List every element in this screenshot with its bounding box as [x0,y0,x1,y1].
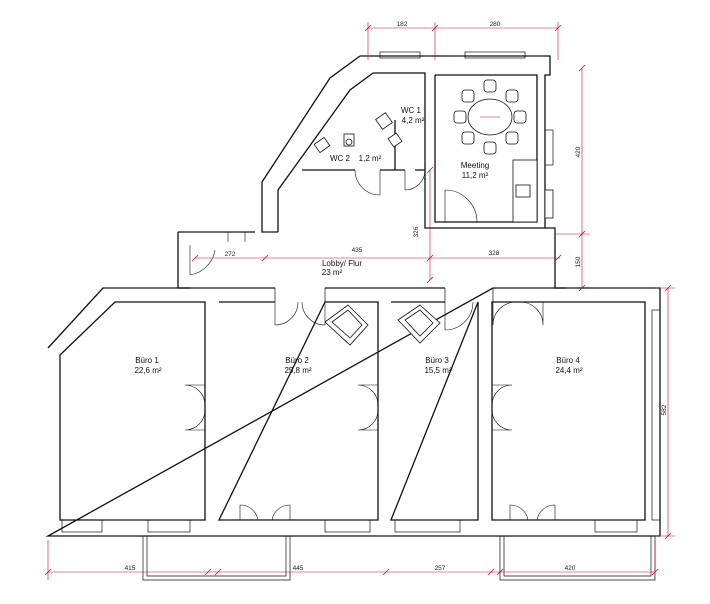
chair [505,131,519,145]
window-buero3 [394,519,461,533]
chair [483,141,497,155]
room-area-wc1: 4,2 m² [402,116,425,125]
dim-bottom-257: 257 [435,565,446,572]
room-name-wc1: WC 1 [401,106,422,115]
window-meeting [464,51,526,59]
room-name-buero1: Büro 1 [135,356,159,365]
window-buero1-b [147,519,191,533]
balcony-west-inner [146,536,287,577]
room-area-buero3: 15,5 m² [424,366,451,375]
chair [461,131,475,145]
dim-right-150: 150 [575,256,582,267]
door-entrance [189,245,216,276]
buero2-walls [217,301,379,521]
dim-bottom-420: 420 [565,565,576,572]
stove-buero3-inner [404,309,434,337]
room-area-meeting: 11,2 m² [462,171,489,180]
walls [45,55,661,537]
upper-wing-outer-wall [360,55,551,229]
toilet-wc1 [375,112,393,130]
window-buero4 [594,519,638,533]
door-buero1-buero2 [184,384,206,431]
diagonal-inner-wall [277,72,374,232]
room-area-buero2: 25,8 m² [284,366,311,375]
door-buero4-balcony [509,504,556,521]
room-name-meeting: Meeting [461,161,489,170]
dim-lobby-435: 435 [352,247,363,254]
room-name-lobby: Lobby/ Flur [322,259,362,268]
room-name-buero2: Büro 2 [285,356,309,365]
door-buero2-balcony [239,504,291,521]
door-buero4-double [492,301,544,326]
window-buero1-a [61,519,103,533]
doors [184,169,556,521]
room-name-buero3: Büro 3 [425,356,449,365]
kitchen-shelf [544,189,554,219]
dim-bottom-415: 415 [125,565,136,572]
dim-lobby-272: 272 [225,251,236,258]
door-wc2 [354,169,381,196]
balconies [142,536,656,581]
chair [513,110,527,124]
balcony-east-inner [503,536,652,577]
door-entrance-frame [227,232,246,242]
dim-ticks-lobby [191,254,562,262]
stove-buero2-inner [331,309,363,339]
window-buero4-east [651,309,661,521]
room-area-lobby: 23 m² [322,268,343,277]
kitchenette-sink [515,184,531,198]
room-area-buero1: 22,6 m² [134,366,161,375]
dim-lobby-326: 326 [413,226,420,237]
dim-ticks-lobby-vertical [426,166,434,284]
chair [483,79,497,93]
buero4-walls [491,301,646,521]
balcony-west [142,536,291,581]
lobby-openings [274,288,494,302]
balcony-east [499,536,656,581]
fixtures [313,79,554,346]
buero3-walls [390,301,479,521]
room-name-wc2: WC 2 [330,154,351,163]
toilet-wc2-bowl [345,138,353,146]
diagonal-outer-wall [261,55,361,233]
window-wc [379,51,421,59]
door-buero2-double [274,301,326,326]
room-area-buero4: 24,4 m² [555,366,582,375]
dim-right-420: 420 [575,146,582,157]
dim-bottom-445: 445 [293,565,304,572]
dimension-labels: 182 280 420 150 582 272 435 328 326 415 … [125,21,668,572]
door-wc1 [404,169,426,191]
wc-inner-wall [373,72,426,180]
dim-right-582: 582 [661,404,668,415]
sink-wc1 [387,132,403,148]
chair [453,110,467,124]
chair [505,89,519,103]
windows [61,51,661,533]
dim-lobby-328: 328 [489,250,500,257]
lobby-west-wall [177,231,255,289]
door-buero3 [444,301,474,331]
dimension-lines [44,22,675,580]
room-labels: WC 1 4,2 m² WC 2 1,2 m² Meeting 11,2 m² … [134,106,582,375]
buero1-walls [59,301,206,521]
meeting-chairs [453,79,527,155]
window-buero2 [324,519,371,533]
door-meeting [444,189,478,223]
door-buero3-buero4 [491,384,513,431]
dim-top-280: 280 [490,21,501,28]
room-area-wc2: 1,2 m² [359,154,382,163]
window-meeting-east [544,129,554,166]
door-buero2-buero3 [357,384,379,431]
chair [461,89,475,103]
dim-top-182: 182 [397,21,408,28]
sink-wc2 [313,136,331,154]
room-name-buero4: Büro 4 [556,356,580,365]
